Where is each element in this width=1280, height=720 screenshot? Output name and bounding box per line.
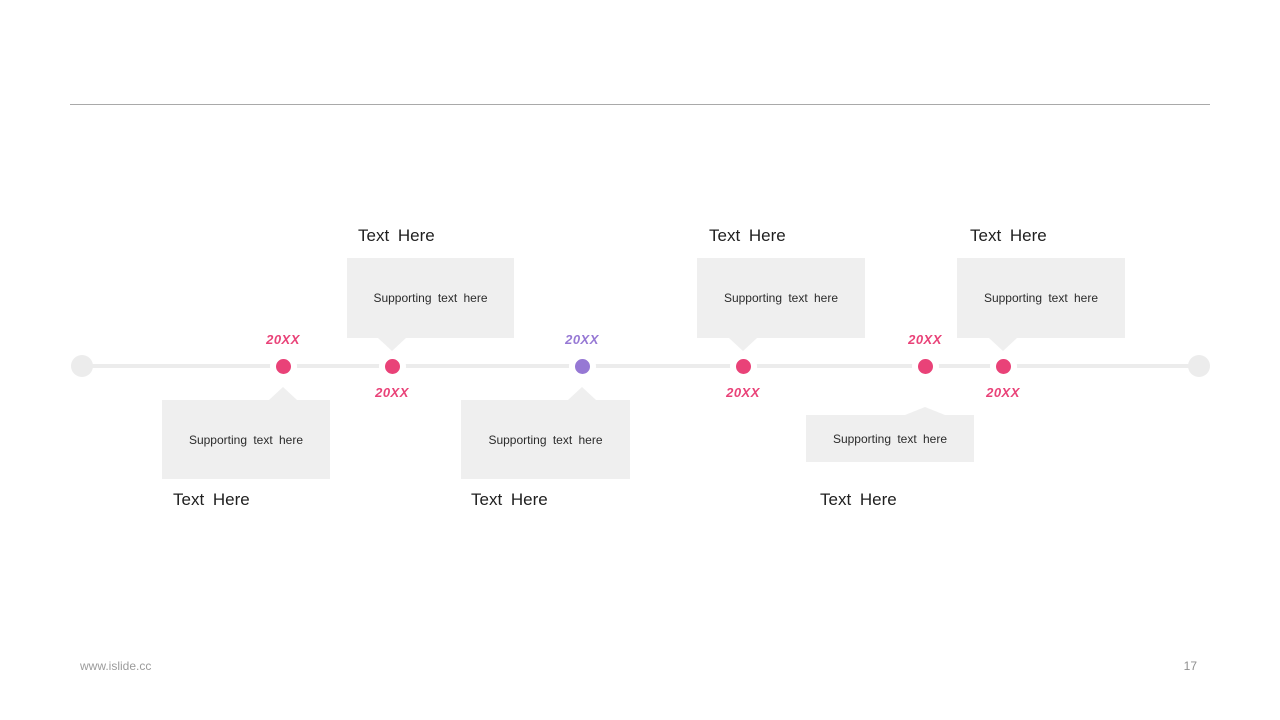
callout-tail-up [269, 387, 297, 400]
timeline-endpoint-left [71, 355, 93, 377]
callout-box: Supporting text here [347, 258, 514, 351]
timeline-track [82, 364, 1200, 368]
callout-title: Text Here [970, 226, 1047, 245]
footer-page-number: 17 [1183, 659, 1197, 673]
callout-box: Supporting text here [806, 407, 974, 462]
callout-body-text: Supporting text here [832, 431, 948, 446]
callout-tail-down [989, 338, 1017, 351]
callout-tail-up [905, 407, 945, 415]
timeline-dot-1 [270, 353, 297, 380]
callout-tail-up [568, 387, 596, 400]
callout-body-text: Supporting text here [723, 291, 839, 305]
year-label-5: 20XX [908, 332, 942, 347]
callout-box: Supporting text here [697, 258, 865, 351]
callout-body-text: Supporting text here [488, 432, 603, 447]
timeline-dot-2 [379, 353, 406, 380]
year-label-1: 20XX [266, 332, 300, 347]
timeline-dot-5 [912, 353, 939, 380]
timeline-dot-4 [730, 353, 757, 380]
callout-title: Text Here [471, 490, 548, 509]
timeline-dot-6 [990, 353, 1017, 380]
year-label-3: 20XX [565, 332, 599, 347]
year-label-2: 20XX [375, 385, 409, 400]
callout-box: Supporting text here [957, 258, 1125, 351]
year-label-4: 20XX [726, 385, 760, 400]
callout-body-text: Supporting text here [188, 432, 304, 447]
timeline-dot-3 [569, 353, 596, 380]
footer-website: www.islide.cc [80, 659, 152, 673]
callout-tail-down [729, 338, 757, 351]
header-divider-line [70, 104, 1210, 105]
callout-title: Text Here [358, 226, 435, 245]
callout-body-text: Supporting text here [983, 291, 1099, 305]
year-label-6: 20XX [986, 385, 1020, 400]
callout-box: Supporting text here [162, 387, 330, 479]
callout-title: Text Here [709, 226, 786, 245]
timeline-endpoint-right [1188, 355, 1210, 377]
callout-title: Text Here [820, 490, 897, 509]
callout-title: Text Here [173, 490, 250, 509]
callout-tail-down [378, 338, 406, 351]
callout-box: Supporting text here [461, 387, 630, 479]
callout-body-text: Supporting text here [373, 291, 488, 305]
